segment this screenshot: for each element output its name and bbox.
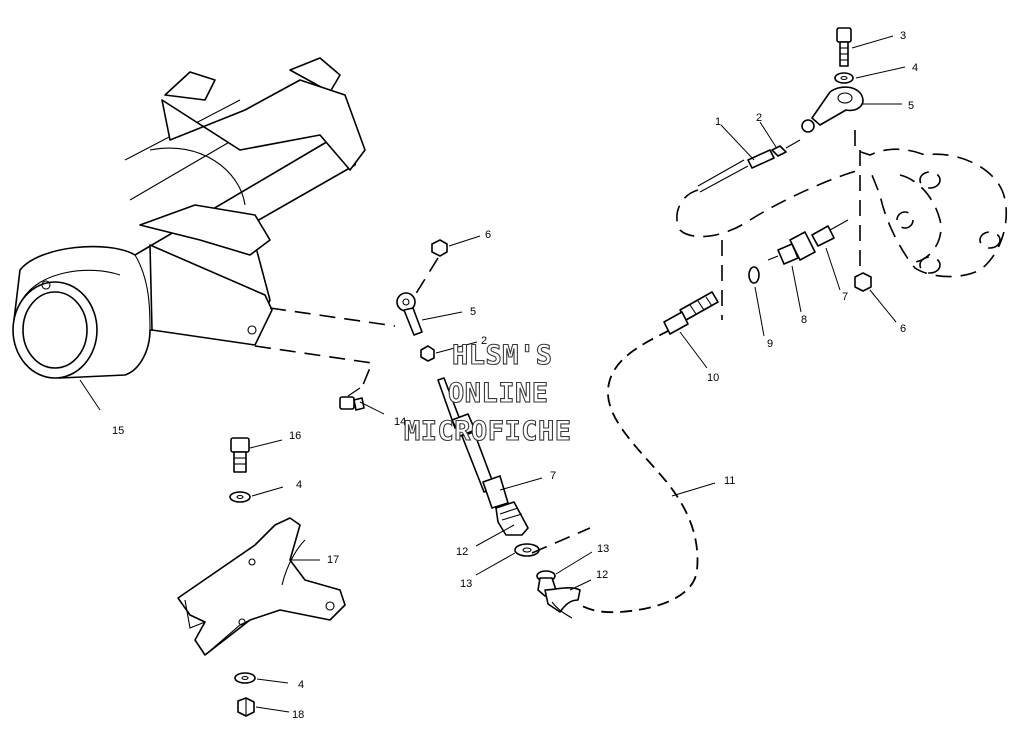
cable-1-end xyxy=(697,149,775,193)
washer-9 xyxy=(748,266,760,284)
callout-10: 10 xyxy=(707,372,719,384)
washer-13-center xyxy=(514,543,540,557)
washer-4-right xyxy=(834,72,854,84)
nut-6-right xyxy=(854,272,872,292)
callout-5-right: 5 xyxy=(908,100,914,112)
leader-lines xyxy=(79,35,906,713)
washer-4-lower xyxy=(234,672,256,684)
throttle-cable-7-right xyxy=(811,219,849,247)
cable-housing-10 xyxy=(663,291,719,335)
nut-path-line xyxy=(411,257,439,301)
callout-1: 1 xyxy=(715,116,721,128)
throttle-cable-7-center xyxy=(437,377,529,536)
callout-5-center: 5 xyxy=(470,306,476,318)
callout-14: 14 xyxy=(394,416,406,428)
callout-12-center: 12 xyxy=(456,546,468,558)
washer-4-upper xyxy=(229,491,251,503)
nut-6-center xyxy=(431,239,448,257)
callout-2-center: 2 xyxy=(481,335,487,347)
callout-2-right: 2 xyxy=(756,112,762,124)
rod-end-5-center xyxy=(396,292,423,336)
cable-1-path xyxy=(676,169,861,238)
bolt-path-line xyxy=(269,307,396,327)
callout-labels: 15 14 16 4 17 4 18 6 5 2 7 12 13 13 12 1… xyxy=(112,30,918,721)
callout-6-right: 6 xyxy=(900,323,906,335)
mounting-bracket-17 xyxy=(177,517,346,656)
callout-17: 17 xyxy=(327,554,339,566)
watermark-line-1: HLSM'S xyxy=(452,340,553,371)
callout-15: 15 xyxy=(112,425,124,437)
watermark-line-3: MICROFICHE xyxy=(404,416,572,447)
cable-path-line xyxy=(531,527,591,554)
callout-16: 16 xyxy=(289,430,301,442)
throttle-cable-11-path xyxy=(579,329,699,614)
adjuster-8 xyxy=(767,231,816,265)
nut-18 xyxy=(237,697,255,717)
callout-12-lower: 12 xyxy=(596,569,608,581)
cable-fitting-lower xyxy=(536,570,581,619)
callout-4-lower: 4 xyxy=(298,679,304,691)
callout-8: 8 xyxy=(801,314,807,326)
ball-joint-right xyxy=(801,119,815,133)
callout-3: 3 xyxy=(900,30,906,42)
bolt-16 xyxy=(230,437,250,473)
callout-7-center: 7 xyxy=(550,470,556,482)
callout-9: 9 xyxy=(767,338,773,350)
throttle-lever-5-right xyxy=(811,86,864,126)
bolt-3 xyxy=(836,27,852,67)
watermark-line-2: ONLINE xyxy=(448,378,549,409)
bolt-14 xyxy=(339,387,365,411)
callout-11: 11 xyxy=(724,475,735,487)
chaincase-housing xyxy=(12,57,366,379)
watermark: HLSM'S ONLINE MICROFICHE xyxy=(403,339,572,447)
callout-18: 18 xyxy=(292,709,304,721)
callout-13-lower: 13 xyxy=(597,543,609,555)
callout-13-center: 13 xyxy=(460,578,472,590)
callout-4-right: 4 xyxy=(912,62,918,74)
bolt-path-line xyxy=(254,345,374,393)
jam-nut-2-center xyxy=(420,345,435,362)
carburetor-outline xyxy=(854,130,1008,278)
callout-7-right: 7 xyxy=(842,291,848,303)
callout-4-upper: 4 xyxy=(296,479,302,491)
adjuster-2-right xyxy=(771,139,801,157)
callout-6-center: 6 xyxy=(485,229,491,241)
